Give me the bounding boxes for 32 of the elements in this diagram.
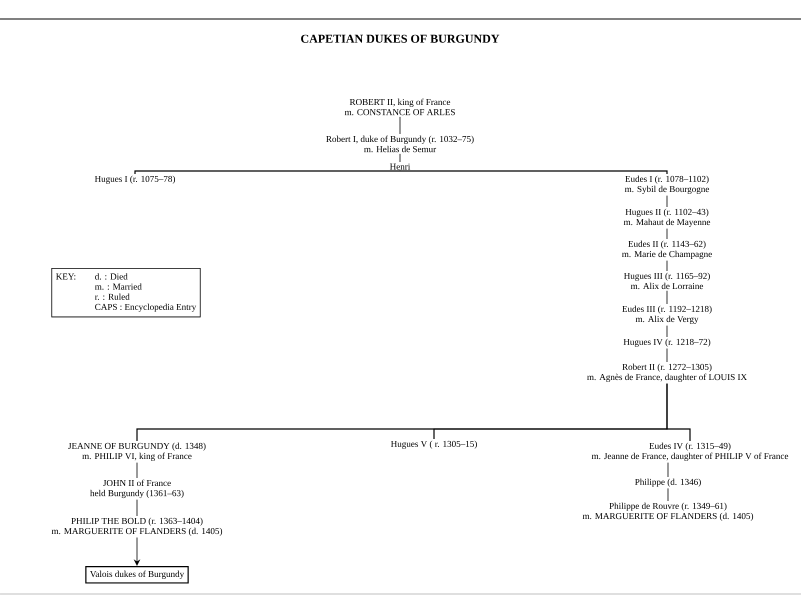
person-entry: ROBERT II, king of France m. CONSTANCE OF ARLES: [344, 98, 455, 116]
person-entry: Hugues V ( r. 1305–15): [390, 440, 477, 449]
connector-line: [666, 348, 668, 362]
person-entry: Hugues III (r. 1165–92) m. Alix de Lorraine: [624, 272, 710, 290]
person-entry: JOHN II of France held Burgundy (1361–63): [90, 480, 184, 498]
connector-line: [136, 499, 138, 516]
person-entry: Eudes III (r. 1192–1218) m. Alix de Vergy: [622, 306, 712, 324]
person-entry: Eudes I (r. 1078–1102) m. Sybil de Bourgogne: [624, 176, 710, 194]
connector-line: [666, 195, 668, 208]
lineage-box: Valois dukes of Burgundy: [85, 566, 189, 584]
connector-line: [134, 170, 401, 174]
person-entry: Hugues II (r. 1102–43) m. Mahaut de Mayenne: [624, 208, 710, 227]
connector-line: [666, 325, 668, 338]
person-entry: PHILIP THE BOLD (r. 1363–1404) m. MARGUERITE OF FLANDERS (d. 1405): [52, 518, 222, 536]
person-entry: Philippe de Rouvre (r. 1349–61) m. MARGUERITE OF FLANDERS (d. 1405): [582, 502, 754, 521]
person-entry: Hugues IV (r. 1218–72): [624, 338, 710, 347]
connector-line: [136, 462, 138, 478]
person-entry: Eudes IV (r. 1315–49) m. Jeanne de France, daughter of PHILIP V of France: [592, 442, 788, 461]
connector-line: [666, 290, 668, 304]
person-entry: Henri: [390, 164, 410, 170]
connector-line: [666, 228, 668, 240]
connector-line: [399, 170, 668, 174]
person-entry: Hugues I (r. 1075–78): [94, 176, 175, 184]
title: CAPETIAN DUKES OF BURGUNDY: [301, 34, 500, 43]
person-entry: Robert I, duke of Burgundy (r. 1032–75) m. Helias de Semur: [326, 136, 474, 152]
person-entry: Philippe (d. 1346): [635, 478, 701, 487]
connector-line: [666, 260, 668, 272]
person-entry: JEANNE OF BURGUNDY (d. 1348) m. PHILIP VI, king of France: [68, 442, 206, 461]
key-box: KEY: d. : Died m. : Married r. : Ruled CAPS : Encyclopedia Entry: [51, 268, 201, 318]
connector-line: [666, 384, 691, 441]
person-entry: Robert II (r. 1272–1305) m. Agnès de France, daughter of LOUIS IX: [587, 364, 747, 382]
person-entry: Eudes II (r. 1143–62) m. Marie de Champagne: [622, 240, 712, 259]
